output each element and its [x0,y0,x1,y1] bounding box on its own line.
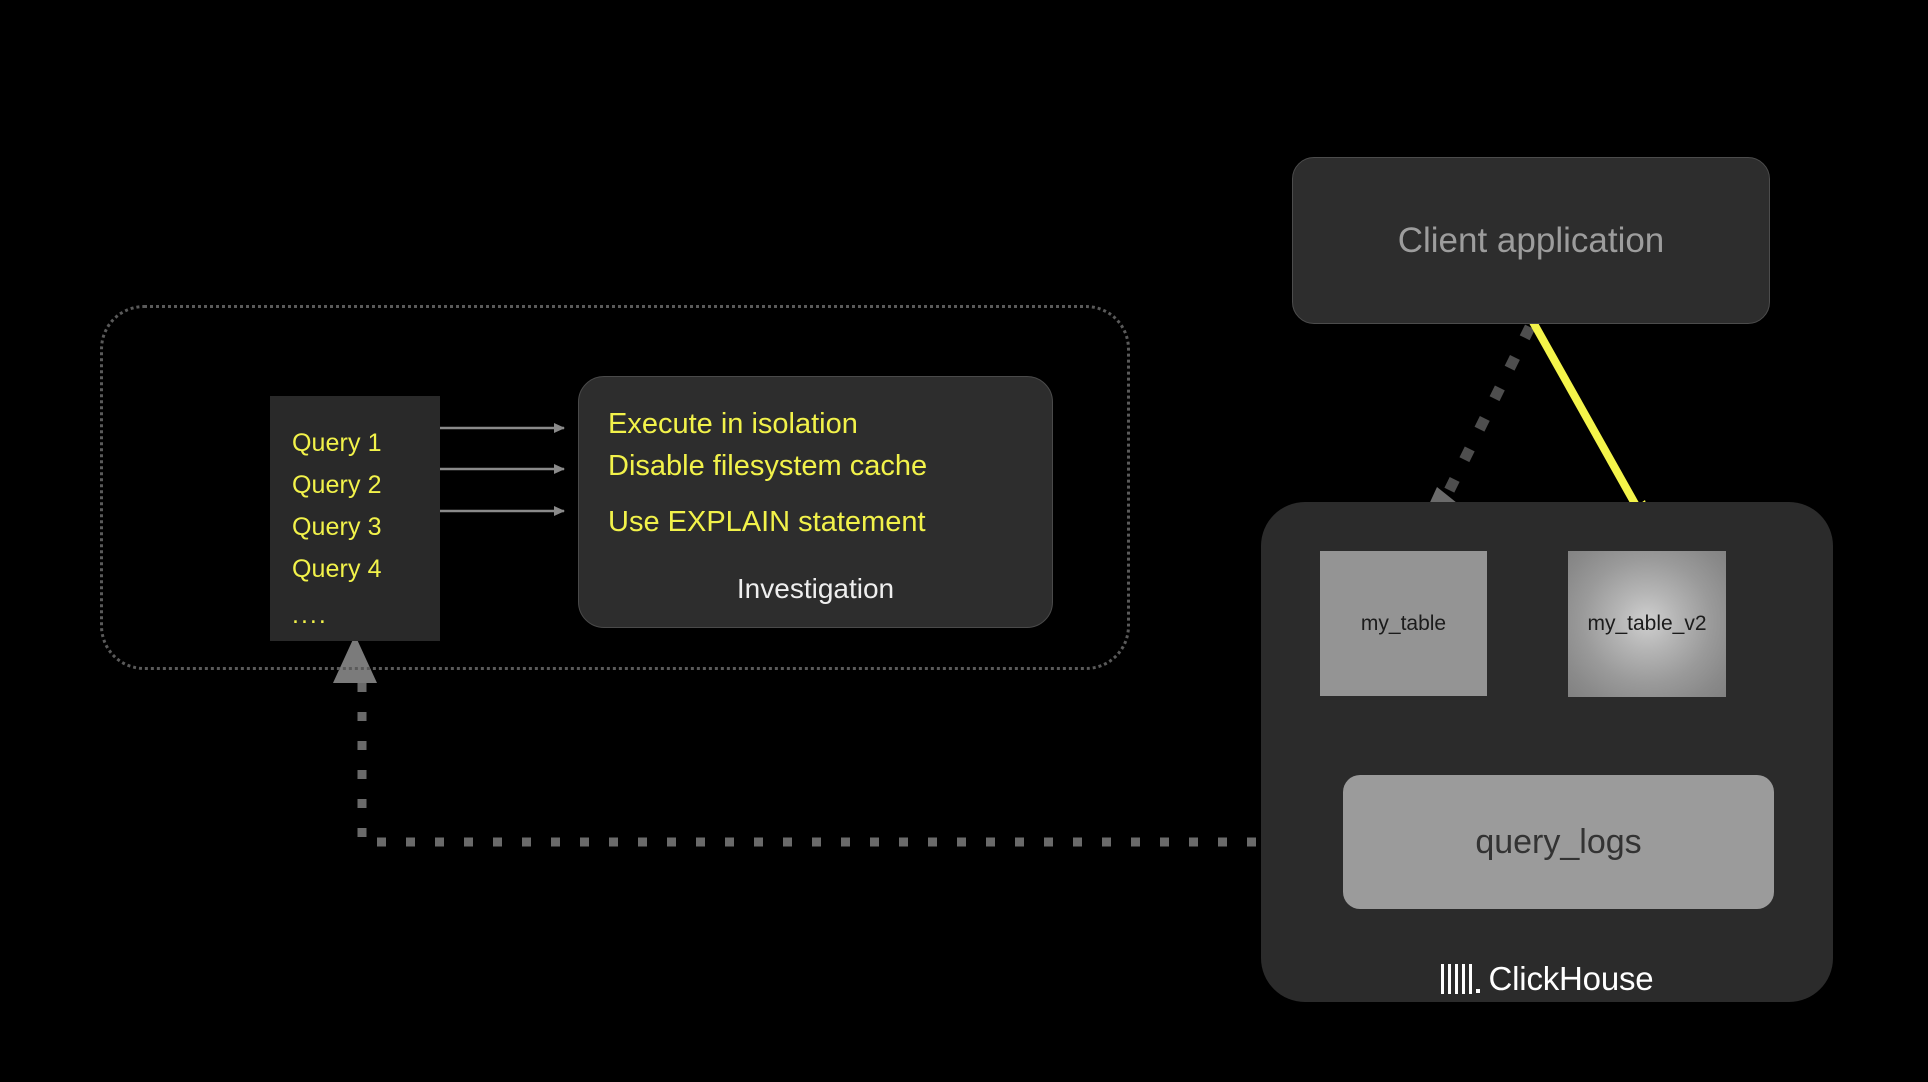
investigation-step: Disable filesystem cache [608,450,928,482]
spacer [608,487,1052,501]
table-my-table: my_table [1320,551,1487,696]
table-query-logs-label: query_logs [1475,822,1642,861]
client-application-box: Client application [1292,157,1770,324]
query-list-item: Query 2 [292,471,382,499]
query-list-item: Query 4 [292,555,382,583]
query-list-item: Query 1 [292,429,382,457]
query-list-ellipsis: .... [292,601,328,629]
query-list-box: Query 1 Query 2 Query 3 Query 4 .... [270,396,440,641]
clickhouse-wordmark-label: ClickHouse [1488,960,1654,997]
investigation-step: Use EXPLAIN statement [608,506,926,538]
table-my-table-label: my_table [1360,611,1447,635]
clickhouse-bars-icon [1440,964,1480,994]
clickhouse-logo: ClickHouse [1261,955,1833,1003]
table-my-table-v2: my_table_v2 [1568,551,1726,697]
investigation-caption: Investigation [736,573,895,604]
client-application-label: Client application [1397,220,1665,260]
query-list-item: Query 3 [292,513,382,541]
investigation-panel [100,305,1130,670]
investigation-step: Execute in isolation [608,408,858,440]
table-my-table-v2-label: my_table_v2 [1587,612,1707,635]
investigation-box: Execute in isolation Disable filesystem … [578,376,1053,628]
table-query-logs: query_logs [1343,775,1774,909]
